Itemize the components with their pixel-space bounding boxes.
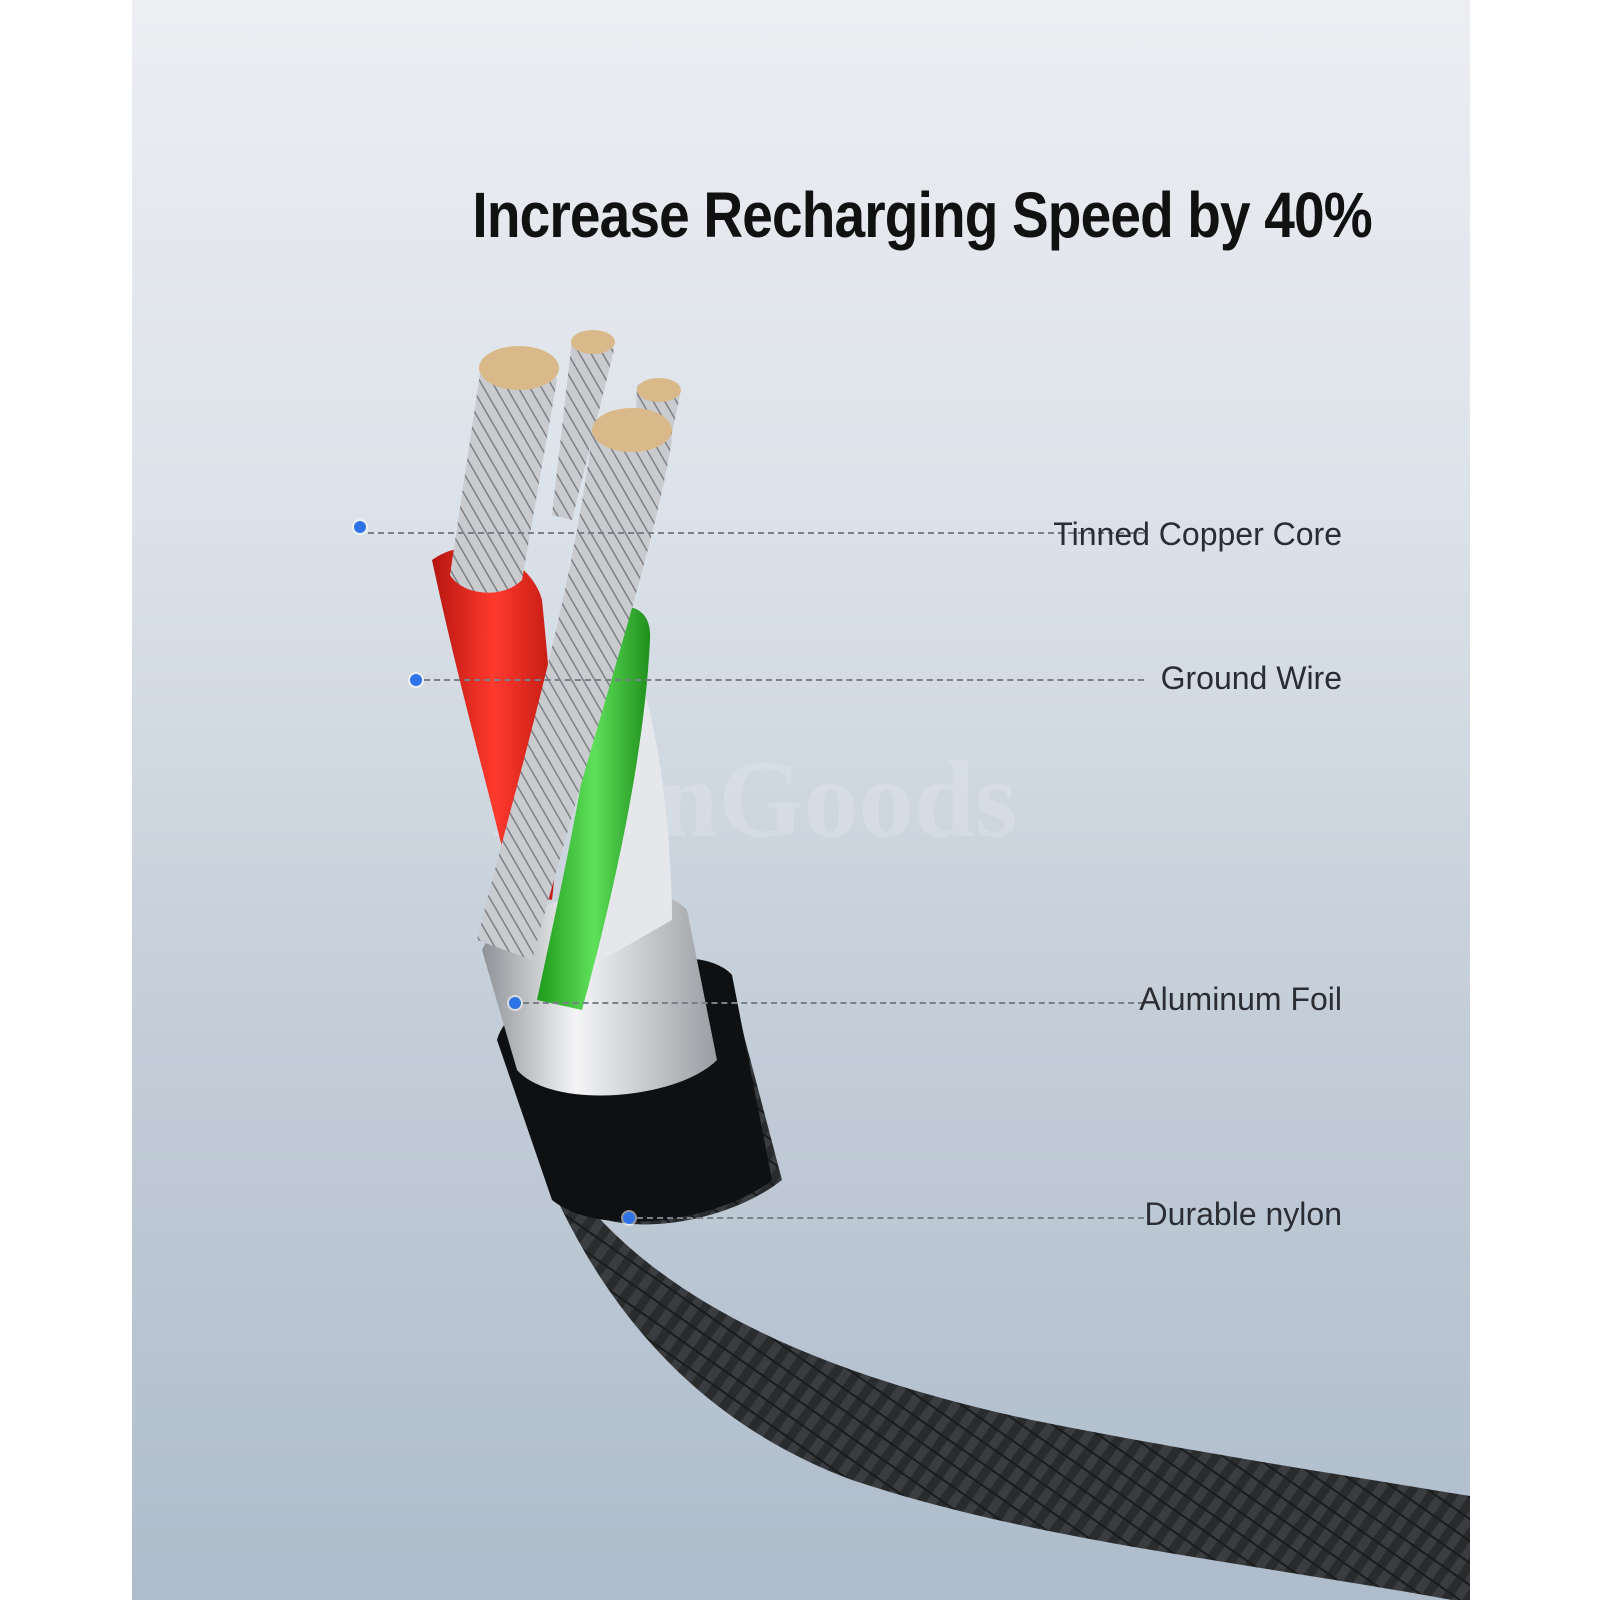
headline: Increase Recharging Speed by 40% — [472, 179, 1373, 251]
green-wire — [537, 606, 651, 1010]
callout-dot-ground — [410, 674, 422, 686]
callout-line-ground — [424, 679, 1144, 681]
cable-illustration — [432, 330, 1470, 1600]
strand-end-3 — [637, 378, 681, 402]
callout-dot-nylon — [623, 1212, 635, 1224]
copper-strand-2 — [552, 335, 614, 520]
callout-dot-foil — [509, 997, 521, 1009]
callout-line-foil — [523, 1002, 1144, 1004]
callout-label-ground: Ground Wire — [1160, 660, 1342, 696]
callout-label-foil: Aluminum Foil — [1139, 981, 1342, 1017]
callout-line-nylon — [637, 1217, 1144, 1219]
copper-strand-1 — [450, 356, 557, 593]
nylon-jacket — [512, 1050, 1470, 1600]
strand-end-1 — [479, 346, 559, 390]
strand-end-2 — [571, 330, 615, 354]
strand-end-4 — [592, 408, 672, 452]
copper-strand-4 — [477, 413, 672, 960]
product-image-panel: DoinGoods — [132, 0, 1470, 1600]
callout-line-copper — [368, 532, 1144, 534]
callout-dot-copper — [354, 521, 366, 533]
callout-label-nylon: Durable nylon — [1144, 1196, 1342, 1232]
aluminum-foil-band — [482, 891, 717, 1096]
callout-label-copper: Tinned Copper Core — [1053, 516, 1342, 552]
